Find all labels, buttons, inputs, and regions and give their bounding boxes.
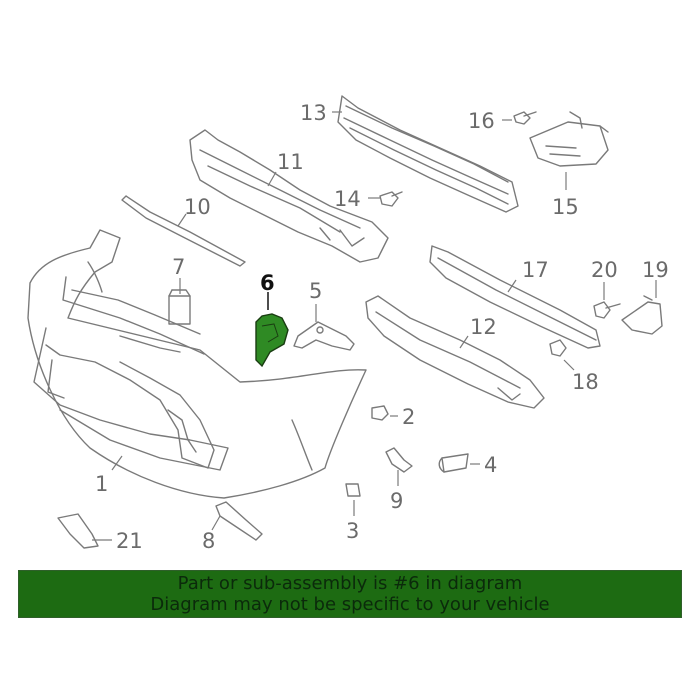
part-10-molding-strip [121, 195, 246, 267]
callout-6: 6 [260, 271, 275, 295]
callout-14: 14 [334, 187, 361, 211]
callout-9: 9 [390, 489, 403, 513]
part-7-retainer [168, 289, 191, 325]
callout-21: 21 [116, 529, 143, 553]
part-15-bracket [529, 111, 609, 167]
info-banner: Part or sub-assembly is #6 in diagram Di… [18, 570, 682, 618]
callout-8: 8 [202, 529, 215, 553]
callout-2: 2 [402, 405, 415, 429]
part-6-highlighted-bracket [255, 313, 289, 368]
callout-18: 18 [572, 370, 599, 394]
part-13-reinforcement-bar [337, 95, 519, 213]
banner-line-part-number: Part or sub-assembly is #6 in diagram [177, 573, 523, 594]
callout-4: 4 [484, 453, 497, 477]
part-20-bolt [593, 301, 621, 319]
callout-15: 15 [552, 195, 579, 219]
part-14-bolt [379, 191, 403, 207]
callout-20: 20 [591, 258, 618, 282]
part-3-clip [345, 483, 361, 497]
callout-7: 7 [172, 255, 185, 279]
part-4-cover [438, 453, 469, 473]
callout-13: 13 [300, 101, 327, 125]
part-1-bumper-cover [27, 229, 367, 499]
part-21-shim [57, 513, 99, 549]
callout-17: 17 [522, 258, 549, 282]
callout-19: 19 [642, 258, 669, 282]
callout-10: 10 [184, 195, 211, 219]
part-16-bolt [513, 111, 537, 125]
callout-11: 11 [277, 150, 304, 174]
callout-3: 3 [346, 519, 359, 543]
part-2-clip [371, 405, 389, 421]
callout-12: 12 [470, 315, 497, 339]
part-12-lower-absorber [365, 295, 545, 409]
part-17-lower-reinforcement [429, 245, 601, 349]
part-18-nut [549, 339, 567, 357]
callout-5: 5 [309, 279, 322, 303]
callout-16: 16 [468, 109, 495, 133]
callout-1: 1 [95, 472, 108, 496]
part-9-bracket [385, 447, 413, 473]
part-8-bracket [215, 501, 263, 541]
part-5-bracket [293, 321, 355, 351]
part-19-bracket [621, 295, 663, 335]
banner-line-disclaimer: Diagram may not be specific to your vehi… [150, 594, 550, 615]
leader-lines [92, 111, 657, 541]
callout-labels: 1 2 3 4 5 6 7 8 9 10 11 12 13 14 15 16 1… [95, 101, 669, 553]
part-11-upper-absorber [189, 129, 389, 263]
